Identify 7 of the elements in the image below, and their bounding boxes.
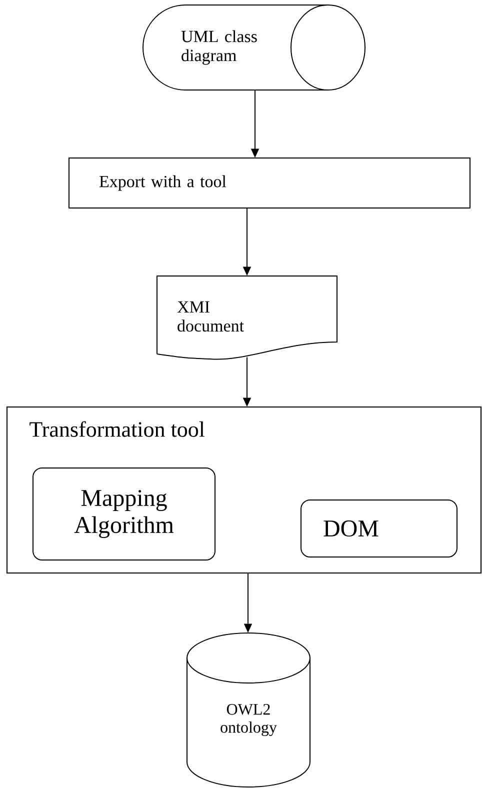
process-box: Mapping Algorithm (32, 468, 216, 560)
node-label: UML class diagram (181, 30, 257, 65)
document-shape: XMI document (156, 276, 338, 360)
process-box: Export with a tool (68, 158, 470, 208)
process-box: DOM (300, 500, 458, 558)
node-label: OWL2 ontology (220, 704, 277, 736)
database-cylinder: OWL2 ontology (186, 632, 310, 788)
